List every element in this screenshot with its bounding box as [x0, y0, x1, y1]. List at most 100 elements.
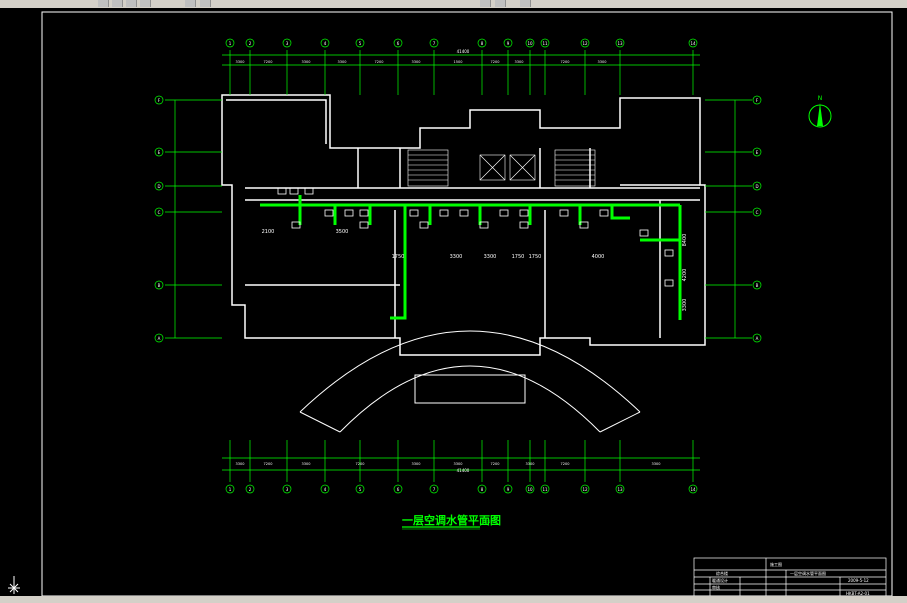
fan-coil-unit — [519, 209, 529, 217]
fan-coil-unit — [304, 187, 314, 195]
north-compass-icon: N — [808, 95, 832, 128]
dimension-label: 3300 — [412, 462, 421, 466]
axis-bubble — [154, 333, 164, 343]
fan-coil-unit — [439, 209, 449, 217]
axis-label: 10 — [527, 487, 533, 492]
fan-coil-unit — [599, 209, 609, 217]
axis-bubble — [225, 484, 235, 494]
axis-bubble — [429, 484, 439, 494]
axis-label: C — [158, 210, 161, 215]
axis-bubble — [225, 38, 235, 48]
axis-label: 1 — [229, 487, 232, 492]
fan-coil-unit — [277, 187, 287, 195]
title-block-project: 综合楼 — [716, 570, 728, 576]
chilled-water-pipes — [260, 195, 682, 320]
axis-label: 14 — [690, 487, 696, 492]
stairs — [407, 149, 596, 187]
axis-bubble — [355, 484, 365, 494]
toolbar-button[interactable] — [185, 0, 196, 7]
axis-bubble — [503, 484, 513, 494]
axis-label: 7 — [433, 41, 436, 46]
axis-label: E — [756, 150, 759, 155]
axis-label: 9 — [507, 41, 510, 46]
axis-bubble — [752, 280, 762, 290]
axis-bubble — [580, 484, 590, 494]
dimension-label: 7200 — [491, 60, 500, 64]
axis-label: 9 — [507, 487, 510, 492]
axis-bubble — [477, 484, 487, 494]
axis-label: F — [756, 98, 759, 103]
axis-bubble — [752, 95, 762, 105]
axis-label: 5 — [359, 41, 362, 46]
axis-label: 12 — [582, 41, 588, 46]
axis-label: 3 — [286, 487, 289, 492]
toolbar-button[interactable] — [112, 0, 123, 7]
title-block-checker: 审核 — [712, 584, 720, 590]
dimension-label: 3300 — [526, 462, 535, 466]
dimension-label: 3300 — [338, 60, 347, 64]
ucs-icon — [8, 576, 20, 594]
axis-label: F — [158, 98, 161, 103]
axis-label: E — [158, 150, 161, 155]
dimension-label: 7200 — [375, 60, 384, 64]
axis-bubble — [154, 280, 164, 290]
dimension-label: 41400 — [457, 468, 470, 473]
dimension-label: 3300 — [236, 60, 245, 64]
axis-bubble — [525, 38, 535, 48]
dimension-label: 3300 — [450, 254, 463, 260]
toolbar-button[interactable] — [480, 0, 491, 7]
dimension-label: 3300 — [454, 462, 463, 466]
fan-coil-unit — [579, 221, 589, 229]
axis-label: 11 — [542, 41, 548, 46]
entrance-canopy — [299, 330, 641, 433]
fan-coil-unit — [291, 221, 301, 229]
axis-label: 3 — [286, 41, 289, 46]
toolbar-button[interactable] — [200, 0, 211, 7]
toolbar-button[interactable] — [520, 0, 531, 7]
axis-bubble — [245, 38, 255, 48]
fan-coil-unit — [344, 209, 354, 217]
axis-label: B — [158, 283, 161, 288]
title-block-date: 2009-5-12 — [848, 578, 869, 583]
fan-coil-unit — [324, 209, 334, 217]
dimension-label: 3300 — [302, 462, 311, 466]
dimension-label: 3300 — [236, 462, 245, 466]
axis-bubble — [429, 38, 439, 48]
dimension-label: 8400 — [682, 234, 688, 247]
axis-label: C — [756, 210, 759, 215]
fan-coil-unit — [409, 209, 419, 217]
dimension-label: 1750 — [392, 254, 405, 260]
dimension-label: 3300 — [484, 254, 497, 260]
dimension-label: 7200 — [561, 462, 570, 466]
axis-bubble — [688, 484, 698, 494]
axis-label: 2 — [249, 41, 252, 46]
fan-coil-unit — [359, 209, 369, 217]
dimension-label: 3300 — [652, 462, 661, 466]
axis-bubble — [320, 484, 330, 494]
axis-bubble — [154, 147, 164, 157]
axis-bubble — [752, 147, 762, 157]
axis-bubble — [688, 38, 698, 48]
fan-coil-unit — [419, 221, 429, 229]
axis-label: 4 — [324, 41, 327, 46]
dimension-label: 3300 — [302, 60, 311, 64]
axis-bubble — [503, 38, 513, 48]
toolbar-button[interactable] — [98, 0, 109, 7]
command-line[interactable] — [0, 596, 907, 603]
axis-label: 8 — [481, 487, 484, 492]
axis-bubble — [615, 484, 625, 494]
axis-bubble — [355, 38, 365, 48]
axis-label: 8 — [481, 41, 484, 46]
toolbar-button[interactable] — [140, 0, 151, 7]
toolbar-button[interactable] — [126, 0, 137, 7]
dimension-label: 7200 — [491, 462, 500, 466]
axis-bubble — [752, 207, 762, 217]
toolbar-button[interactable] — [495, 0, 506, 7]
axis-bubble — [320, 38, 330, 48]
dimension-label: 4000 — [592, 254, 605, 260]
fan-coil-units — [277, 187, 674, 287]
drawing-title: 一层空调水管平面图 — [402, 513, 501, 527]
dimension-label: 7200 — [264, 60, 273, 64]
